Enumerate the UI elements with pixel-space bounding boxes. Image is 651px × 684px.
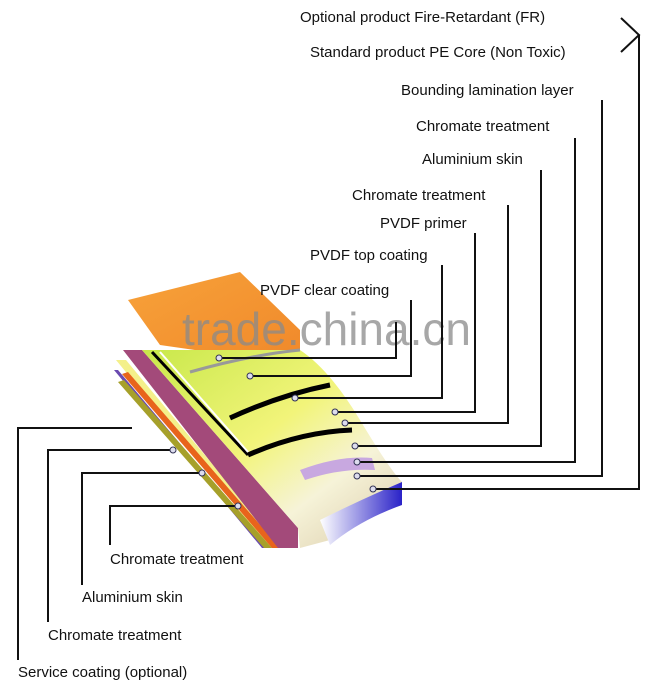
marker-dot xyxy=(341,419,349,427)
black-edge-line-2 xyxy=(159,351,249,453)
label-aluminium-skin: Aluminium skin xyxy=(82,589,183,606)
label-aluminium-skin: Aluminium skin xyxy=(422,151,523,168)
panel-illustration xyxy=(114,272,402,548)
label-chromate-treatment: Chromate treatment xyxy=(352,187,486,204)
marker-dot xyxy=(331,408,339,416)
marker-dot xyxy=(169,446,177,454)
top-face-orange xyxy=(128,272,300,365)
black-layer-1 xyxy=(228,382,331,421)
marker-dot xyxy=(369,485,377,493)
label-pvdf-top-coating: PVDF top coating xyxy=(310,247,428,264)
label-pe-core: Standard product PE Core (Non Toxic) xyxy=(310,44,566,61)
label-chromate-treatment: Chromate treatment xyxy=(48,627,182,644)
marker-dot xyxy=(291,394,299,402)
marker-dot xyxy=(246,372,254,380)
side-face-maroon xyxy=(123,350,298,548)
front-face-blue xyxy=(320,482,402,545)
black-edge-line xyxy=(150,350,250,457)
left-labels: Chromate treatment Aluminium skin Chroma… xyxy=(18,551,244,681)
right-leader-lines xyxy=(219,17,641,490)
marker-dot xyxy=(351,442,359,450)
marker-dot xyxy=(353,472,361,480)
label-fr-core: Optional product Fire-Retardant (FR) xyxy=(300,9,545,26)
left-leader-lines xyxy=(17,427,238,660)
marker-dot xyxy=(353,458,361,466)
label-chromate-treatment: Chromate treatment xyxy=(110,551,244,568)
label-chromate-treatment: Chromate treatment xyxy=(416,118,550,135)
label-pvdf-clear-coating: PVDF clear coating xyxy=(260,282,389,299)
marker-dot xyxy=(234,502,242,510)
black-layer-2 xyxy=(246,427,353,458)
coated-surface xyxy=(142,350,402,548)
label-service-coating: Service coating (optional) xyxy=(18,664,187,681)
marker-dot xyxy=(198,469,206,477)
right-labels: Optional product Fire-Retardant (FR) Sta… xyxy=(260,9,574,299)
watermark: trade.china.cn xyxy=(182,303,471,355)
label-bounding-lamination: Bounding lamination layer xyxy=(401,82,574,99)
layer-markers xyxy=(169,354,377,510)
marker-dot xyxy=(215,354,223,362)
label-pvdf-primer: PVDF primer xyxy=(380,215,467,232)
